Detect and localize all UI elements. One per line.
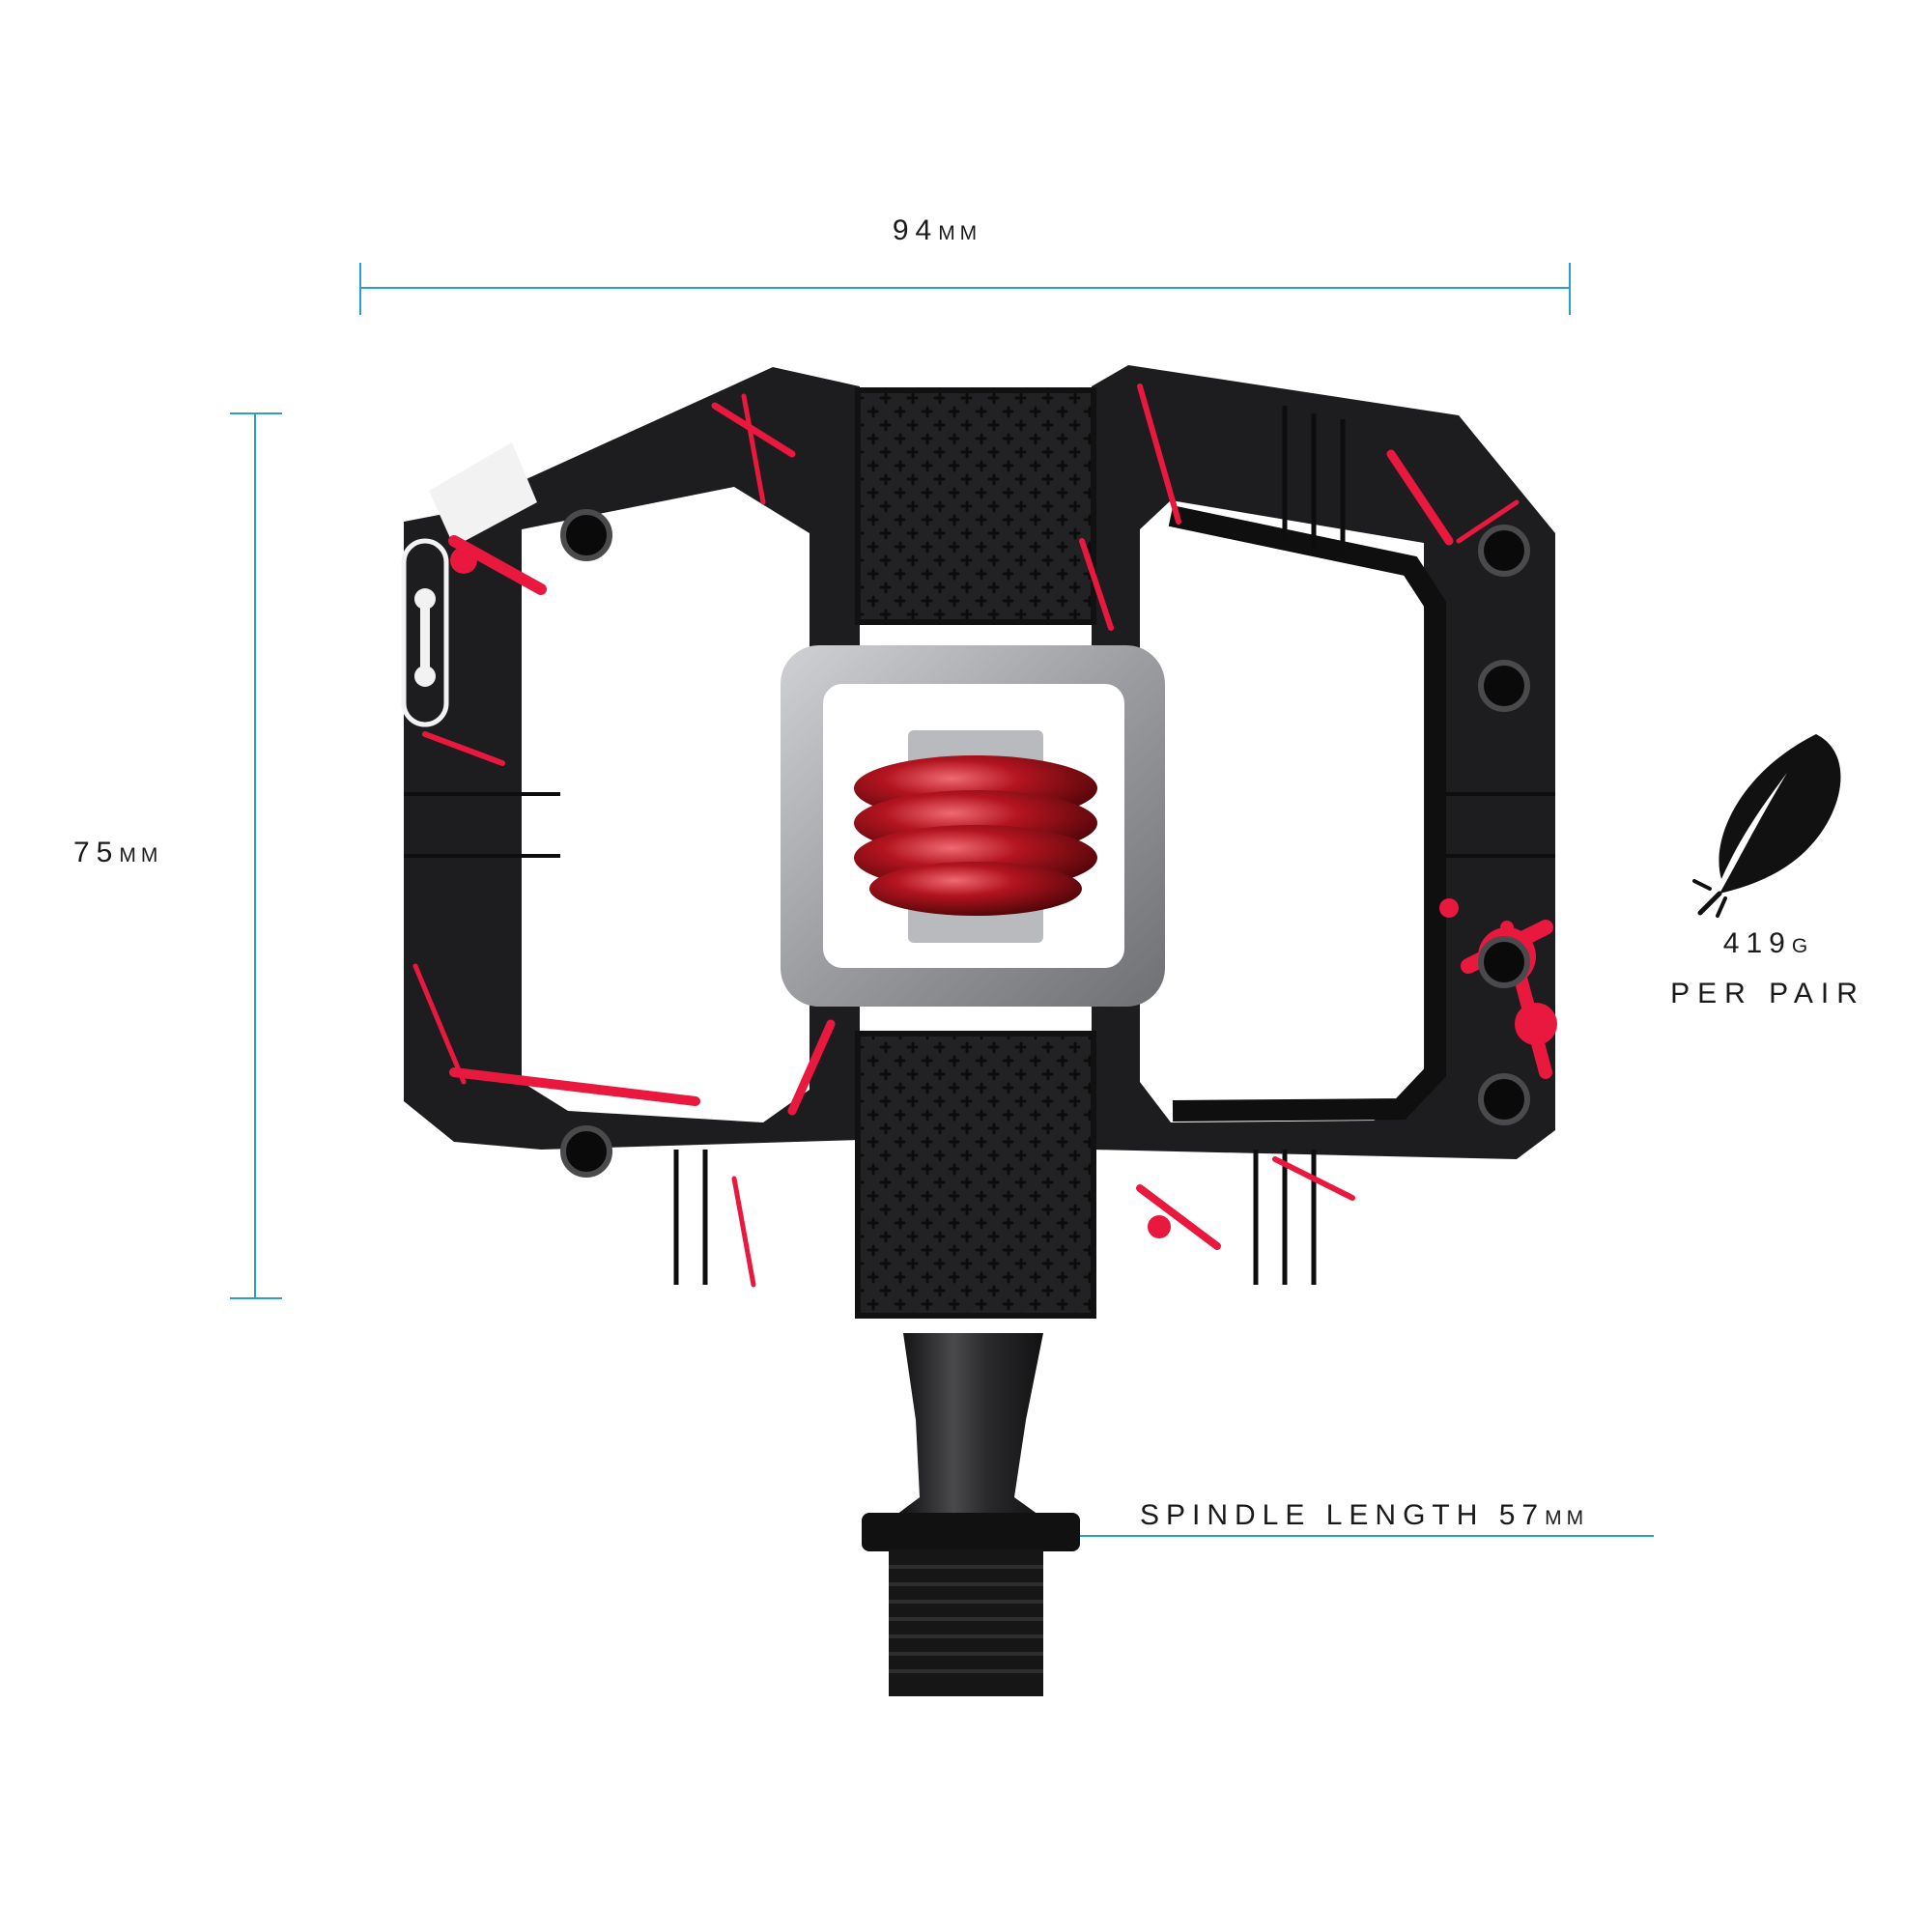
weight-value-label: 419G — [1722, 927, 1813, 959]
pedal-bolts — [560, 509, 1530, 1178]
height-dimension-label: 75MM — [73, 837, 163, 868]
clip-mechanism — [781, 645, 1165, 1007]
feather-icon — [1692, 734, 1841, 918]
spindle — [862, 1333, 1080, 1696]
width-dimension-label: 94MM — [892, 214, 982, 246]
spindle-length-label: SPINDLE LENGTH 57MM — [1140, 1499, 1589, 1531]
weight-per-pair-label: PER PAIR — [1670, 978, 1865, 1009]
pedal-body — [404, 365, 1555, 1319]
width-dimension-line — [359, 263, 1571, 315]
height-dimension-line — [230, 412, 282, 1299]
brand-logo — [401, 538, 449, 727]
